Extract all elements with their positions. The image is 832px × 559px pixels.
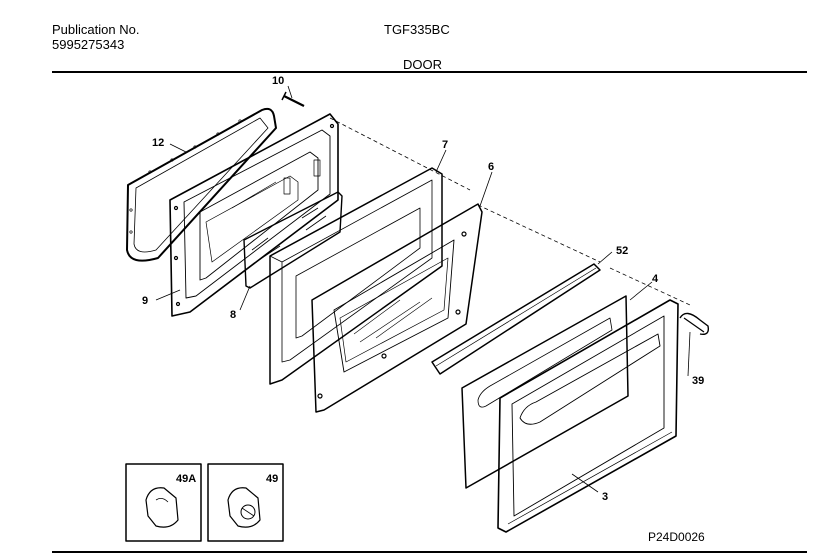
callout-10: 10 <box>272 75 284 87</box>
callout-52: 52 <box>616 245 628 257</box>
assembly-axis-lines <box>329 117 691 306</box>
part-9-inner-liner <box>169 113 339 317</box>
callout-4: 4 <box>652 273 659 285</box>
callout-9: 9 <box>142 295 148 307</box>
inset-knob-49a: 49A <box>125 463 202 542</box>
callout-49: 49 <box>266 473 278 485</box>
part-3-outer-door <box>497 299 679 533</box>
part-4-outer-glass <box>461 295 629 489</box>
diagram-code: P24D0026 <box>648 530 705 544</box>
callout-49a: 49A <box>176 473 196 485</box>
callout-12: 12 <box>152 137 164 149</box>
part-52-trim-strip <box>431 263 601 375</box>
footer-rule <box>52 551 807 553</box>
model-number: TGF335BC <box>384 22 450 37</box>
part-6-door-frame <box>311 203 483 413</box>
part-39-handle <box>679 312 710 336</box>
publication-label: Publication No. <box>52 22 140 37</box>
callout-3: 3 <box>602 491 608 503</box>
header-rule <box>52 71 807 73</box>
callout-7: 7 <box>442 139 448 151</box>
leader-lines <box>155 85 691 493</box>
callout-39: 39 <box>692 375 704 387</box>
callout-8: 8 <box>230 309 236 321</box>
publication-number: 5995275343 <box>52 37 125 52</box>
section-title: DOOR <box>403 57 442 72</box>
part-8-glass <box>243 191 343 289</box>
part-10-screw <box>281 91 305 107</box>
part-12-gasket <box>126 107 277 262</box>
callout-6: 6 <box>488 161 494 173</box>
part-7-insulation <box>269 167 443 385</box>
inset-knob-49: 49 <box>207 463 284 542</box>
